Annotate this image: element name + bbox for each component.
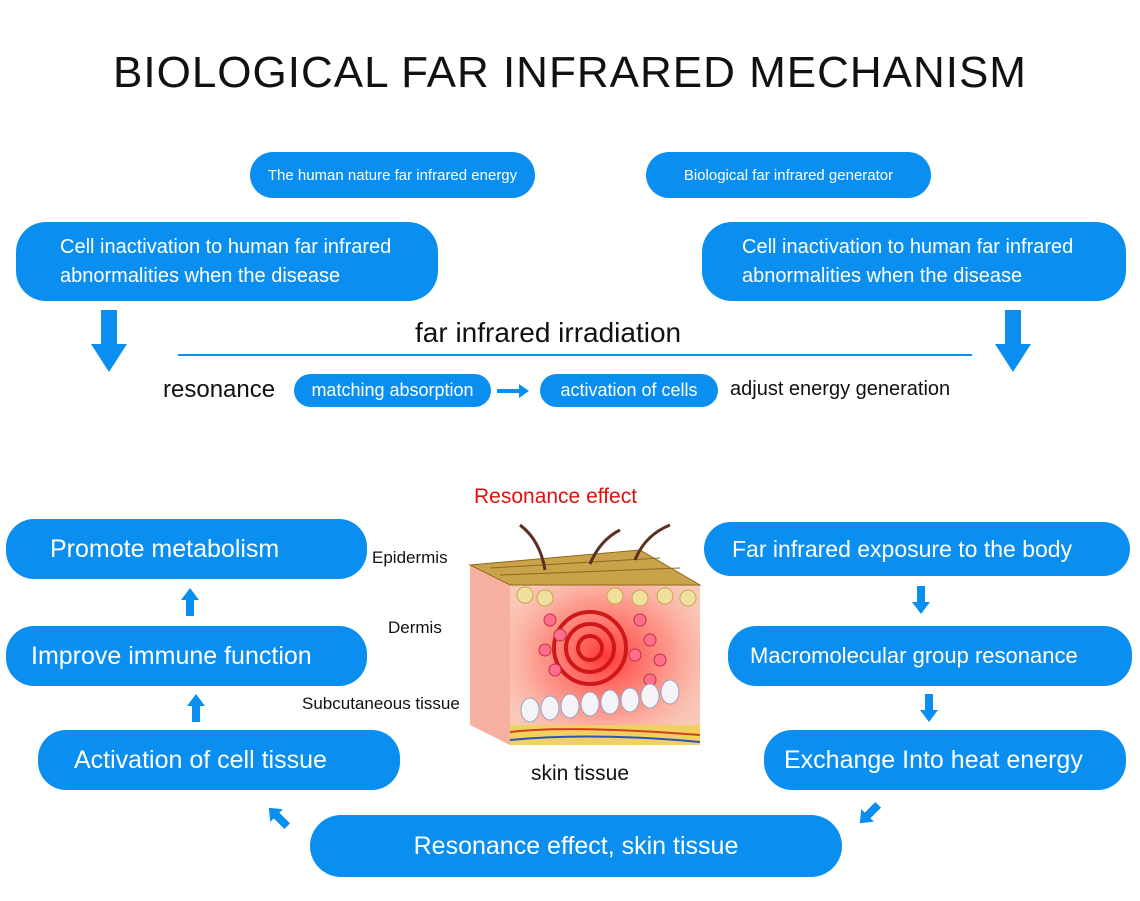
dermis-label: Dermis [388, 618, 442, 637]
resonance-label: resonance [163, 376, 276, 403]
up-arrow-icon-1 [181, 588, 199, 616]
tag-human-energy: The human nature far infrared energy [250, 152, 535, 198]
down-arrow-icon-2 [920, 694, 938, 722]
resonance-effect-heading: Resonance effect [474, 485, 638, 508]
irradiation-label: far infrared irradiation [415, 317, 682, 348]
tag-generator: Biological far infrared generator [646, 152, 931, 198]
promote-metabolism-box: Promote metabolism [6, 519, 367, 579]
left-down-arrow-icon [91, 310, 127, 372]
resonance-skin-tissue-box: Resonance effect, skin tissue [310, 815, 842, 877]
skin-tissue-illustration [468, 523, 702, 745]
macromolecular-resonance-box: Macromolecular group resonance [728, 626, 1132, 686]
down-left-arrow-icon [859, 801, 882, 824]
matching-absorption-pill: matching absorption [294, 374, 491, 407]
right-arrow-icon [497, 384, 529, 398]
page-title: BIOLOGICAL FAR INFRARED MECHANISM [113, 48, 1027, 97]
down-arrow-icon-1 [912, 586, 930, 614]
left-inactivation-box: Cell inactivation to human far infrared … [16, 222, 438, 301]
up-arrow-icon-2 [187, 694, 205, 722]
epidermis-label: Epidermis [372, 548, 448, 567]
activation-of-cells-pill: activation of cells [540, 374, 718, 407]
right-down-arrow-icon [995, 310, 1031, 372]
improve-immune-box: Improve immune function [6, 626, 367, 686]
irradiation-line [178, 354, 972, 356]
activation-cell-tissue-box: Activation of cell tissue [38, 730, 400, 790]
far-infrared-exposure-box: Far infrared exposure to the body [704, 522, 1130, 576]
adjust-energy-label: adjust energy generation [730, 378, 951, 400]
right-inactivation-box: Cell inactivation to human far infrared … [702, 222, 1126, 301]
up-left-arrow-icon [268, 807, 291, 830]
exchange-heat-energy-box: Exchange Into heat energy [764, 730, 1126, 790]
subcutaneous-label: Subcutaneous tissue [302, 694, 460, 713]
skin-tissue-caption: skin tissue [531, 762, 630, 785]
